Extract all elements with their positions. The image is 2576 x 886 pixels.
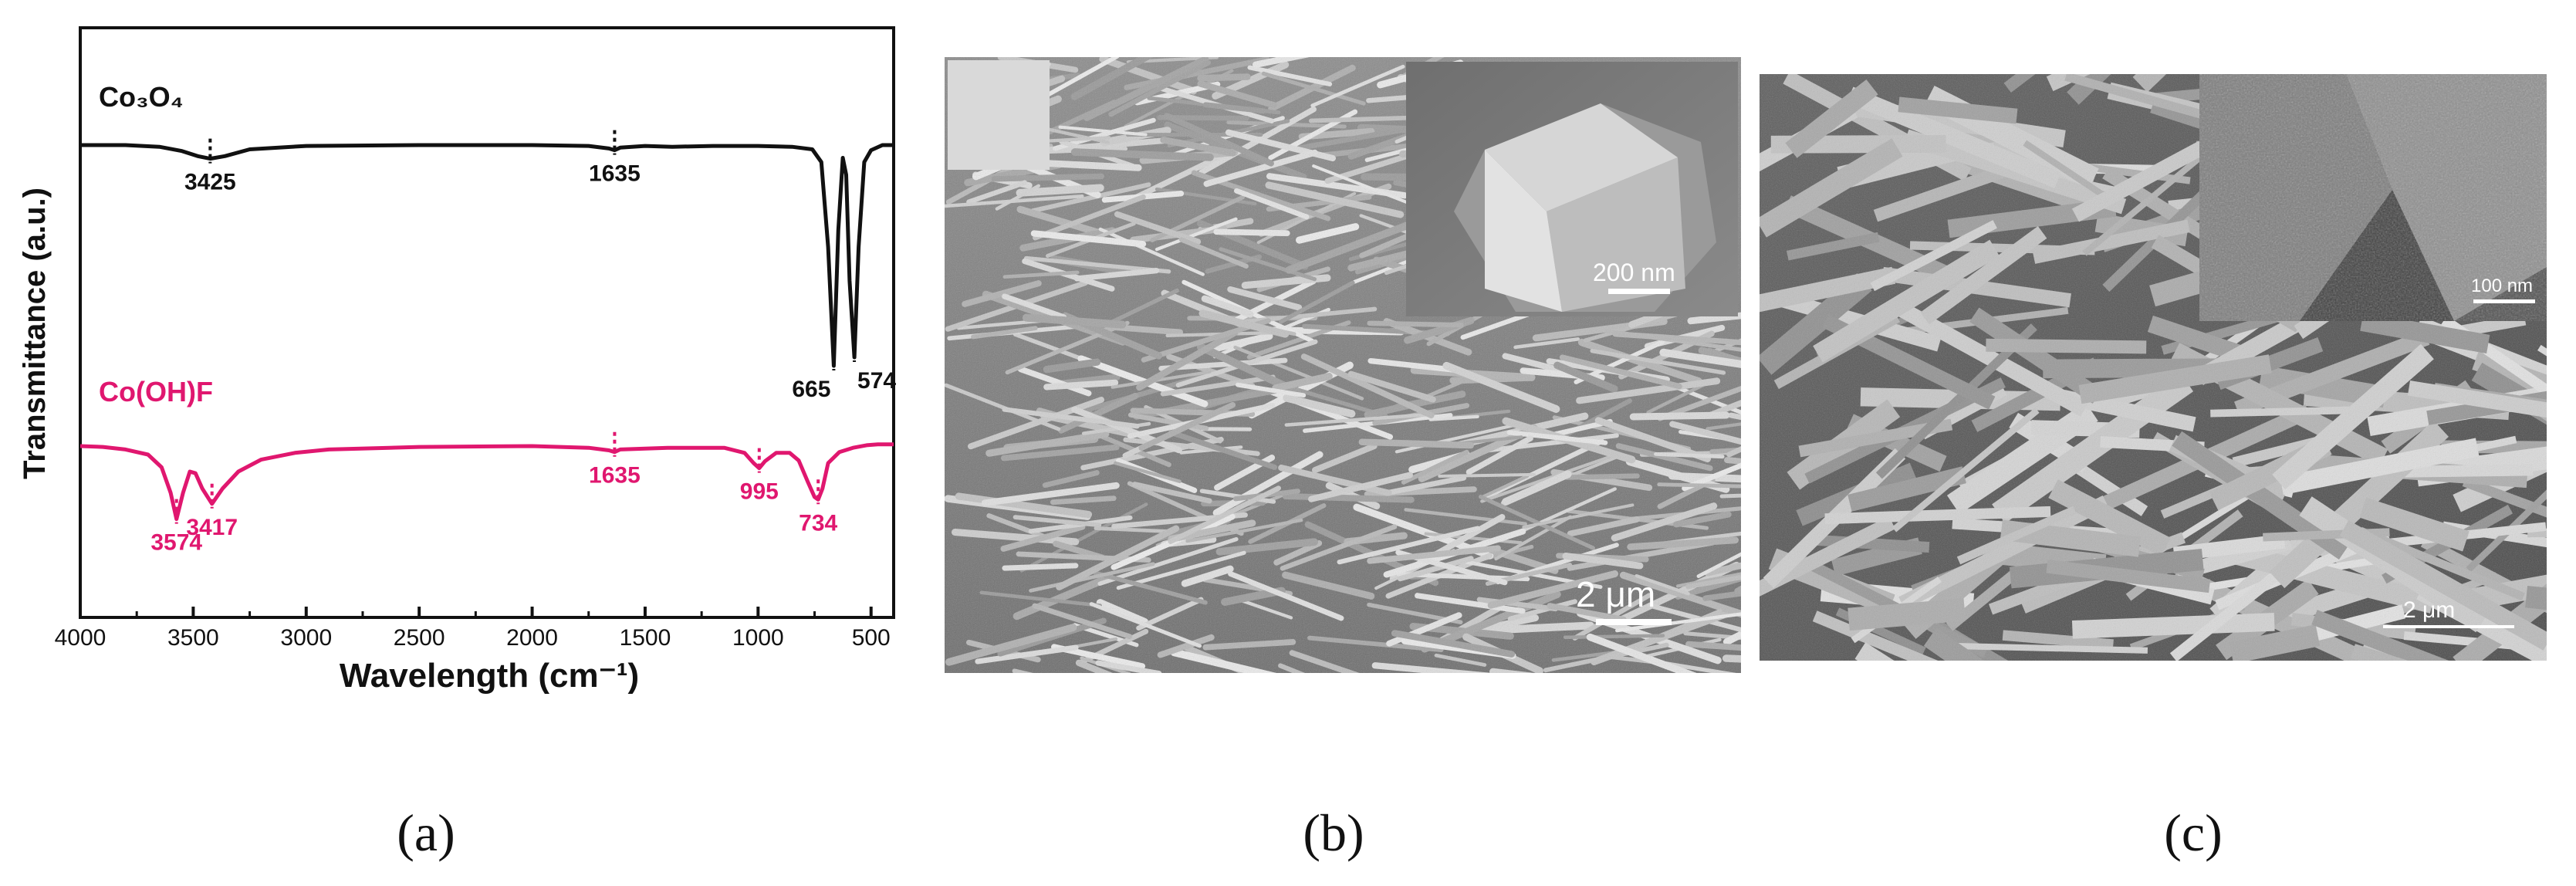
x-axis-label: Wavelength (cm⁻¹) [340,657,639,695]
inset-scale-label: 100 nm [2471,276,2533,296]
inset-image-b [1406,62,1738,316]
x-tick-label: 2000 [506,625,558,651]
plot-frame [79,26,895,619]
y-axis-label: Transmittance (a.u.) [18,188,52,479]
peak-label: 995 [740,479,779,505]
inset-scale-label: 200 nm [1593,259,1675,286]
x-tick-label: 3500 [167,625,219,651]
peak-label: 665 [792,377,830,402]
main-scale-label: 2 μm [2403,597,2455,623]
peak-label: 734 [799,510,837,536]
peak-label: 3417 [186,515,238,540]
x-tick-label: 2500 [394,625,445,651]
peak-label: 1635 [589,161,641,187]
main-scale-bar [1596,619,1672,625]
peak-label: 3425 [184,170,236,195]
inset-scale-bar [2473,299,2535,303]
inset-scale-bar [1608,289,1670,294]
series-name-1: Co(OH)F [99,376,213,407]
panel-label-b: (b) [1303,803,1364,862]
x-tick-label: 3000 [280,625,332,651]
ftir-chart: 4000 3500 3000 2500 2000 1500 1000 500 Co₃O₄ Co(… [18,26,896,695]
series-line-0 [80,143,894,368]
chart-axes [79,26,895,619]
main-scale-bar [2383,625,2514,628]
x-tick-label: 1500 [620,625,671,651]
panel-label-c: (c) [2164,803,2223,862]
main-scale-label: 2 μm [1576,574,1655,614]
panel-label-a: (a) [397,803,455,862]
inset-image-c [2199,74,2547,321]
x-tick-label: 500 [852,625,891,651]
sem-image-c: 100 nm 2 μm [1760,74,2547,661]
chart-series: Co₃O₄ Co(OH)F [79,81,894,522]
peak-label: 3574 [150,530,202,556]
x-ticks: 4000 3500 3000 2500 2000 1500 1000 500 [55,607,891,651]
sem-image-b: 200 nm 2 μm [945,57,1741,673]
x-tick-label: 4000 [55,625,106,651]
series-name-0: Co₃O₄ [99,81,184,113]
blank-patch [948,60,1050,170]
x-tick-label: 1000 [732,625,784,651]
peak-label: 1635 [589,463,641,489]
peak-label: 574 [857,368,896,394]
